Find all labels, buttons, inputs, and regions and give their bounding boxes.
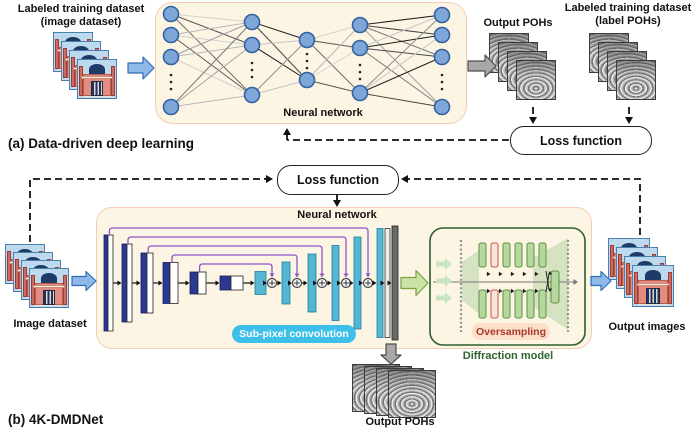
building-frame xyxy=(29,268,69,308)
poh-frame xyxy=(388,370,436,418)
arrowhead xyxy=(266,175,273,183)
arrowhead xyxy=(283,128,291,135)
building-dome xyxy=(89,63,105,75)
building-tower xyxy=(15,259,19,289)
b-output-images-label: Output images xyxy=(608,321,686,333)
a-output-pohs-label: Output POHs xyxy=(483,17,553,29)
building-frame xyxy=(77,59,117,99)
a-loss-function-label: Loss function xyxy=(540,133,622,148)
a-neural-network-label: Neural network xyxy=(283,107,363,119)
building-tower xyxy=(31,275,35,305)
building-dome xyxy=(644,270,662,282)
b-loss-function-box: Loss function xyxy=(277,165,399,195)
building-base xyxy=(34,304,64,307)
poh-frame xyxy=(616,60,656,100)
building-tower xyxy=(634,272,638,304)
arrowhead xyxy=(401,175,408,183)
building-band xyxy=(81,76,113,80)
arrowhead xyxy=(333,200,341,207)
a-input-arrow xyxy=(127,56,155,80)
b-image-dataset-label: Image dataset xyxy=(13,318,87,330)
building-tower xyxy=(71,57,75,87)
a-label-pohs-label-line2: (label POHs) xyxy=(595,15,661,27)
diffraction-model-label: Diffraction model xyxy=(462,350,554,362)
a-input-dataset-label-line2: (image dataset) xyxy=(40,16,122,28)
b-neural-network-label: Neural network xyxy=(297,209,377,221)
building-tower xyxy=(23,267,27,297)
building-tower xyxy=(610,245,614,277)
building-tower xyxy=(111,66,115,96)
b-input-arrow xyxy=(71,270,97,292)
building-band xyxy=(33,285,65,289)
oversampling-badge: Oversampling xyxy=(472,323,550,340)
building-tower xyxy=(55,39,59,69)
building-columns xyxy=(90,80,104,96)
a-input-dataset-label: Labeled training dataset (image dataset) xyxy=(5,3,157,29)
building-tower xyxy=(618,254,622,286)
subpixel-convolution-badge: Sub-pixel convolution xyxy=(232,325,356,343)
b-output-pohs-label: Output POHs xyxy=(365,416,435,428)
b-caption: (b) 4K-DMDNet xyxy=(8,412,104,427)
arrowhead xyxy=(529,117,537,124)
poh-frame xyxy=(516,60,556,100)
b-loss-function-label: Loss function xyxy=(297,173,379,187)
building-frame xyxy=(632,265,674,307)
building-tower xyxy=(626,263,630,295)
building-tower xyxy=(7,251,11,281)
building-base xyxy=(638,303,668,306)
neural-network-box-a xyxy=(155,2,467,124)
building-tower xyxy=(63,275,67,305)
building-tower xyxy=(63,48,67,78)
a-caption: (a) Data-driven deep learning xyxy=(8,136,195,151)
a-loss-function-box: Loss function xyxy=(510,126,652,155)
a-label-pohs-label: Labeled training dataset (label POHs) xyxy=(553,2,700,28)
building-columns xyxy=(42,289,56,305)
a-input-dataset-label-line1: Labeled training dataset xyxy=(17,3,145,15)
building-tower xyxy=(668,272,672,304)
building-columns xyxy=(646,287,660,304)
building-band xyxy=(636,283,670,287)
building-base xyxy=(82,95,112,98)
building-tower xyxy=(79,66,83,96)
a-label-pohs-label-line1: Labeled training dataset xyxy=(564,2,692,14)
building-dome xyxy=(41,272,57,284)
arrowhead xyxy=(625,117,633,124)
